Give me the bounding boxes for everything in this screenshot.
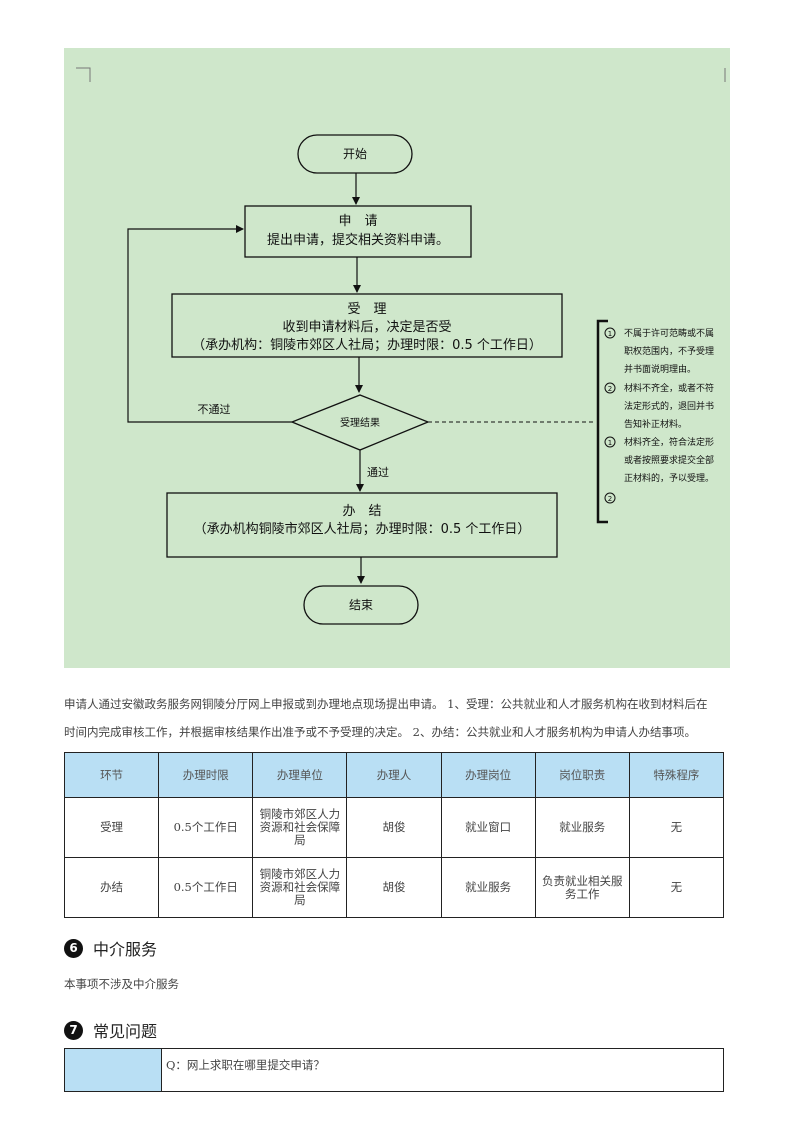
faq-table: Q：网上求职在哪里提交申请？ bbox=[64, 1048, 724, 1092]
table-cell: 就业服务 bbox=[440, 857, 536, 918]
note-line: 并书面说明理由。 bbox=[624, 363, 696, 375]
column-header: 特殊程序 bbox=[628, 752, 725, 798]
section-number-badge: 7 bbox=[64, 1020, 83, 1040]
accept-org: （承办机构：铜陵市郊区人社局；办理时限：0.5 个工作日） bbox=[192, 337, 542, 353]
process-description: 申请人通过安徽政务服务网铜陵分厅网上申报或到办理地点现场提出申请。 1、受理：公… bbox=[64, 690, 730, 746]
column-header: 办理岗位 bbox=[440, 752, 536, 798]
column-header: 环节 bbox=[63, 752, 160, 798]
table-cell: 无 bbox=[628, 857, 725, 918]
note-line: 材料不齐全，或者不符 bbox=[624, 382, 714, 394]
corner-mark bbox=[76, 67, 91, 82]
start-label: 开始 bbox=[343, 147, 367, 161]
note-line: 不属于许可范畴或不属 bbox=[624, 327, 714, 339]
section-heading-faq: 7 常见问题 bbox=[64, 1018, 157, 1042]
note-line: 正材料的，予以受理。 bbox=[624, 472, 714, 484]
finish-box bbox=[166, 492, 558, 558]
table-cell: 0.5个工作日 bbox=[158, 857, 254, 918]
finish-title: 办 结 bbox=[342, 504, 381, 519]
faq-label-cell bbox=[64, 1048, 162, 1092]
flowchart: 开始 申 请 提出申请，提交相关资料申请。 受 理 收到申请材料后，决定是否受 … bbox=[64, 48, 730, 668]
table-cell: 胡俊 bbox=[346, 797, 442, 858]
apply-title: 申 请 bbox=[338, 214, 377, 229]
section-title: 中介服务 bbox=[93, 940, 158, 959]
note-marker-text: 2 bbox=[608, 495, 612, 503]
accept-box bbox=[171, 293, 563, 358]
table-cell: 胡俊 bbox=[346, 857, 442, 918]
note-marker-text: 2 bbox=[608, 385, 612, 393]
note-line: 职权范围内，不予受理 bbox=[624, 345, 714, 357]
end-label: 结束 bbox=[349, 598, 373, 612]
table-cell: 受理 bbox=[63, 797, 160, 858]
apply-desc: 提出申请，提交相关资料申请。 bbox=[267, 232, 449, 248]
section-title: 常见问题 bbox=[93, 1022, 158, 1041]
note-line: 告知补正材料。 bbox=[624, 418, 687, 430]
table-cell: 办结 bbox=[63, 857, 160, 918]
section-number-badge: 6 bbox=[64, 938, 83, 958]
note-marker-text: 1 bbox=[608, 330, 612, 338]
accept-desc: 收到申请材料后，决定是否受 bbox=[282, 320, 451, 335]
note-line: 或者按照要求提交全部 bbox=[624, 454, 714, 466]
table-header-row: 环节 办理时限 办理单位 办理人 办理岗位 岗位职责 特殊程序 bbox=[63, 752, 725, 798]
table-cell: 0.5个工作日 bbox=[158, 797, 254, 858]
description-line: 时间内完成审核工作，并根据审核结果作出准予或不予受理的决定。 2、办结：公共就业… bbox=[64, 725, 696, 739]
faq-row: Q：网上求职在哪里提交申请？ bbox=[64, 1048, 724, 1092]
pass-label: 通过 bbox=[367, 466, 389, 479]
notes: 1 不属于许可范畴或不属 职权范围内，不予受理 并书面说明理由。 2 材料不齐全… bbox=[604, 327, 714, 504]
process-table: 环节 办理时限 办理单位 办理人 办理岗位 岗位职责 特殊程序 受理 0.5个工… bbox=[63, 752, 725, 918]
note-marker-text: 1 bbox=[608, 439, 612, 447]
note-marker bbox=[604, 382, 616, 394]
reject-loop bbox=[127, 225, 292, 423]
intermediary-text: 本事项不涉及中介服务 bbox=[64, 977, 179, 991]
start-node bbox=[297, 134, 413, 174]
note-line: 法定形式的，退回并书 bbox=[624, 400, 714, 412]
table-row: 受理 0.5个工作日 铜陵市郊区人力资源和社会保障局 胡俊 就业窗口 就业服务 … bbox=[63, 797, 725, 858]
column-header: 办理时限 bbox=[158, 752, 254, 798]
table-cell: 铜陵市郊区人力资源和社会保障局 bbox=[252, 857, 348, 918]
column-header: 办理人 bbox=[346, 752, 442, 798]
table-cell: 就业窗口 bbox=[440, 797, 536, 858]
note-line: 材料齐全，符合法定形 bbox=[624, 436, 714, 448]
note-marker bbox=[604, 436, 616, 448]
table-cell: 铜陵市郊区人力资源和社会保障局 bbox=[252, 797, 348, 858]
table-row: 办结 0.5个工作日 铜陵市郊区人力资源和社会保障局 胡俊 就业服务 负责就业相… bbox=[63, 857, 725, 918]
column-header: 岗位职责 bbox=[534, 752, 630, 798]
note-marker bbox=[604, 492, 616, 504]
table-cell: 负责就业相关服务工作 bbox=[534, 857, 630, 918]
faq-question: Q：网上求职在哪里提交申请？ bbox=[161, 1048, 724, 1092]
reject-label: 不通过 bbox=[198, 403, 231, 416]
notes-bracket bbox=[596, 319, 608, 524]
table-cell: 无 bbox=[628, 797, 725, 858]
finish-org: （承办机构铜陵市郊区人社局；办理时限：0.5 个工作日） bbox=[194, 521, 531, 537]
flowchart-diagram: 开始 申 请 提出申请，提交相关资料申请。 受 理 收到申请材料后，决定是否受 … bbox=[76, 67, 726, 625]
table-cell: 就业服务 bbox=[534, 797, 630, 858]
description-line: 申请人通过安徽政务服务网铜陵分厅网上申报或到办理地点现场提出申请。 1、受理：公… bbox=[64, 697, 708, 711]
column-header: 办理单位 bbox=[252, 752, 348, 798]
accept-title: 受 理 bbox=[347, 302, 386, 317]
section-heading-intermediary: 6 中介服务 bbox=[64, 936, 157, 960]
note-marker bbox=[604, 327, 616, 339]
apply-box bbox=[244, 205, 472, 258]
decision-label: 受理结果 bbox=[340, 416, 380, 429]
end-node bbox=[303, 585, 419, 625]
